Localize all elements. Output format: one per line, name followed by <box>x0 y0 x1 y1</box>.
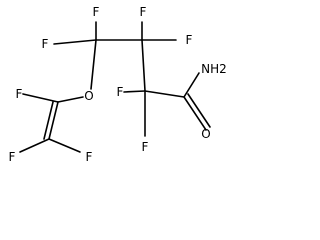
bond-c5-c6-double-b <box>43 101 54 140</box>
bond-c6-f-right <box>48 138 81 153</box>
bond-o-c5 <box>57 96 84 103</box>
bond-c6-f-left <box>19 138 50 153</box>
atom-label-f5: F <box>117 85 124 99</box>
atom-label-f7: F <box>16 87 23 101</box>
atom-label-f1: F <box>93 5 100 19</box>
atom-label-f4: F <box>186 33 193 47</box>
bond-c1-f-left <box>53 39 97 45</box>
bonds <box>19 21 211 153</box>
bond-c4-n <box>183 72 200 98</box>
bond-c5-f <box>22 93 59 103</box>
bond-c1-o <box>90 39 97 90</box>
bond-c3-f-left <box>123 90 146 93</box>
atom-label-f8: F <box>9 150 16 164</box>
atom-label-amide: NH2 <box>201 62 227 76</box>
atom-label-f6: F <box>142 140 149 154</box>
bond-c3-c4 <box>144 90 185 98</box>
atom-label-f3: F <box>140 5 147 19</box>
atom-label-oxygen-ether: O <box>84 89 93 103</box>
atom-labels: F F F F F F F F F O O NH2 <box>9 5 227 164</box>
atom-label-f2: F <box>42 37 49 51</box>
structure-diagram: F F F F F F F F F O O NH2 <box>9 5 227 164</box>
atom-label-f9: F <box>86 150 93 164</box>
bond-c2-c3 <box>141 39 146 92</box>
atom-label-oxygen-carbonyl: O <box>201 127 210 141</box>
bond-c4-o-double-b <box>187 93 211 128</box>
bond-c5-c6-double-a <box>48 101 59 140</box>
bond-c4-o-double-a <box>183 96 207 131</box>
